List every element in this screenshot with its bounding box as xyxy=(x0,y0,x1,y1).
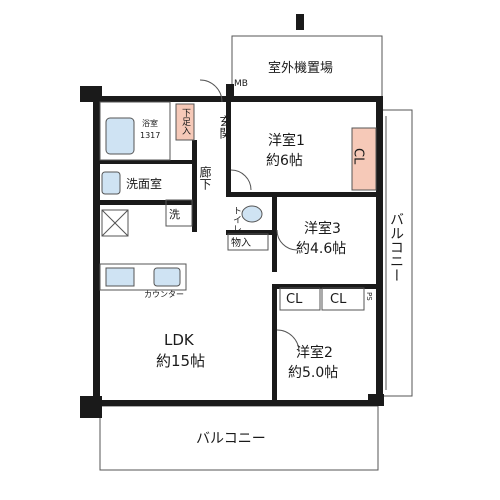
storage-label: 物入 xyxy=(231,236,251,249)
room3-name: 洋室3 xyxy=(304,220,341,237)
toilet-icon xyxy=(241,205,263,223)
washroom-label: 洗面室 xyxy=(126,176,162,191)
washer-label: 洗 xyxy=(169,208,180,221)
storage-area xyxy=(227,233,269,251)
interior-walls xyxy=(100,96,380,400)
kitchen-counter xyxy=(99,263,187,291)
room1-size: 約6帖 xyxy=(266,153,303,169)
fridge-space xyxy=(101,209,129,237)
exterior-walls xyxy=(80,14,384,418)
counter-label: カウンター xyxy=(144,290,184,299)
room1-name: 洋室1 xyxy=(268,132,305,149)
bath-area xyxy=(99,101,171,161)
room3-size: 約4.6帖 xyxy=(296,241,346,257)
washer-area xyxy=(165,199,193,227)
ps-label: PS xyxy=(365,292,373,301)
ldk-name: LDK xyxy=(164,331,195,349)
room2-size: 約5.0帖 xyxy=(288,365,338,381)
ldk-size: 約15帖 xyxy=(156,352,205,370)
bathtub-icon xyxy=(105,117,135,155)
closet-room3b-label: CL xyxy=(330,292,347,307)
stove-icon xyxy=(105,267,135,287)
outdoor-unit-label: 室外機置場 xyxy=(268,60,333,76)
room2-name: 洋室2 xyxy=(296,344,333,361)
hallway-label: 廊下 xyxy=(198,165,212,190)
kitchen-sink-icon xyxy=(153,267,181,287)
shoe-rack-label: 下足入 xyxy=(180,108,191,135)
sink-icon xyxy=(101,171,121,195)
bath-size-label: 1317 xyxy=(140,131,160,140)
closet-room3a xyxy=(279,287,321,311)
toilet-label: トイレ xyxy=(231,206,242,233)
closet-room1 xyxy=(351,127,377,191)
bath-label: 浴室 xyxy=(142,118,158,128)
shoe-rack xyxy=(175,103,195,141)
closet-room3a-label: CL xyxy=(286,292,303,307)
closet-room1-label: CL xyxy=(351,148,366,165)
mb-label: MB xyxy=(234,79,248,89)
right-balcony-label: バルコニー xyxy=(388,212,404,282)
bottom-balcony-label: バルコニー xyxy=(196,431,266,447)
closet-room3b xyxy=(321,287,365,311)
door-swings xyxy=(199,79,300,353)
